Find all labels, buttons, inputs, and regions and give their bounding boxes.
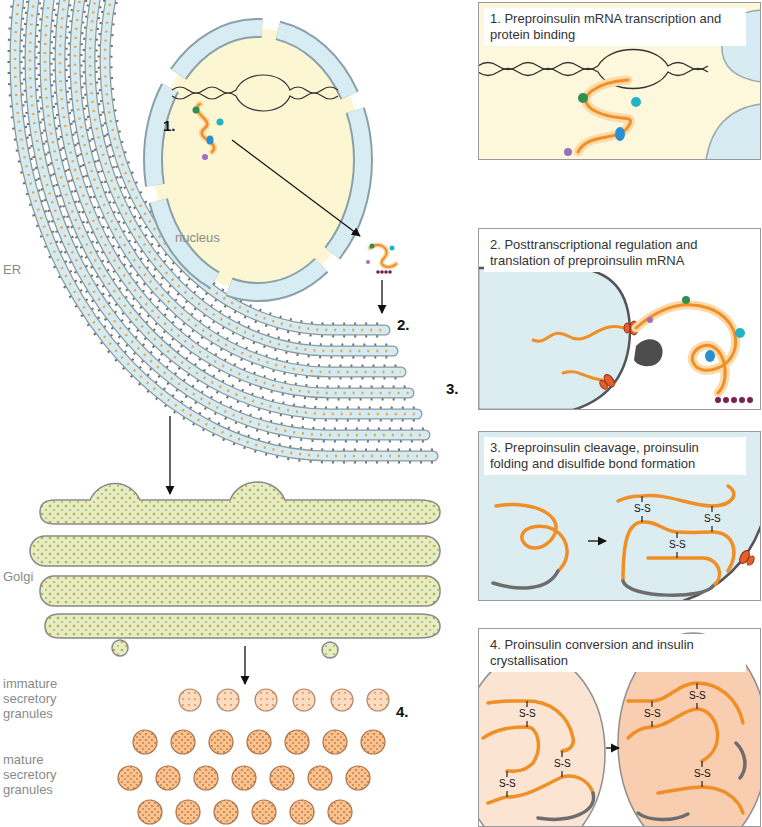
bond-label: S-S xyxy=(693,768,712,780)
callout-number: 3. xyxy=(446,380,459,398)
bond-label: S-S xyxy=(643,708,662,720)
callout-number: 2. xyxy=(397,316,410,334)
step-panel: 1. Preproinsulin mRNA transcription and … xyxy=(478,2,761,160)
panel-heading: 4. Proinsulin conversion and insulin cry… xyxy=(484,634,746,672)
panel-heading: 1. Preproinsulin mRNA transcription and … xyxy=(484,8,746,46)
region-label: nucleus xyxy=(175,230,220,246)
region-label: Golgi xyxy=(3,569,33,584)
step-panel: 4. Proinsulin conversion and insulin cry… xyxy=(478,628,761,827)
bond-label: S-S xyxy=(668,539,687,551)
nucleus-region: nucleus xyxy=(153,28,363,292)
bond-label: S-S xyxy=(688,690,707,702)
region-label: mature secretory granules xyxy=(3,752,75,797)
panel-heading: 2. Posttranscriptional regulation and tr… xyxy=(484,234,746,272)
step-panel: 2. Posttranscriptional regulation and tr… xyxy=(478,228,761,410)
region-label: ER xyxy=(3,262,21,277)
callout-number: 4. xyxy=(396,703,409,721)
bond-label: S-S xyxy=(518,708,537,720)
bond-label: S-S xyxy=(498,778,517,790)
bond-label: S-S xyxy=(633,503,652,515)
region-label: immature secretory granules xyxy=(3,676,75,721)
panel-heading: 3. Preproinsulin cleavage, proinsulin fo… xyxy=(484,437,746,475)
callout-number: 1. xyxy=(163,117,176,135)
bond-label: S-S xyxy=(703,513,722,525)
bond-label: S-S xyxy=(553,758,572,770)
